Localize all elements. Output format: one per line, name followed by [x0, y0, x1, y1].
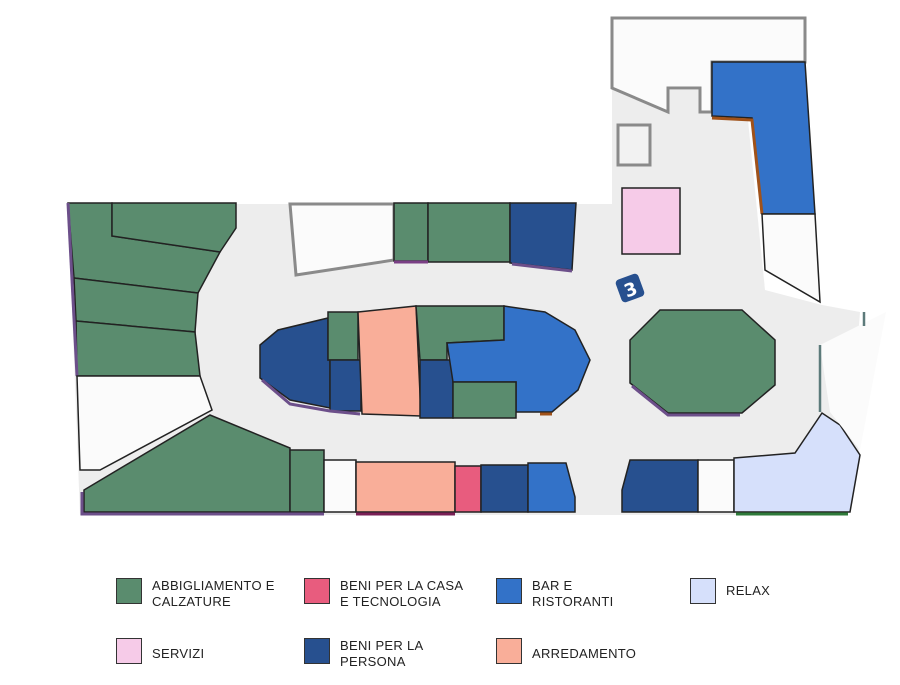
store-beni-persona[interactable]: [419, 359, 454, 419]
empty-store: [76, 375, 213, 471]
store-edge: [711, 116, 764, 215]
store-abbigliamento[interactable]: [393, 202, 429, 262]
legend-swatch-bar: [496, 578, 522, 604]
legend-item-servizi: SERVIZI: [116, 638, 277, 664]
store-beni-casa[interactable]: [454, 465, 482, 513]
legend-label-relax: RELAX: [726, 583, 771, 598]
floor-map: 3: [66, 16, 886, 516]
store-edge: [631, 384, 740, 417]
empty-store: [610, 16, 807, 115]
store-edge: [511, 262, 573, 273]
escalator-icon[interactable]: 3: [615, 273, 646, 305]
legend-swatch-abbigliamento: [116, 578, 142, 604]
legend-item-relax: RELAX: [690, 578, 851, 604]
legend-item-beni-casa: BENI PER LA CASA E TECNOLOGIA: [304, 578, 465, 610]
store-arredamento[interactable]: [355, 461, 456, 513]
legend-swatch-relax: [690, 578, 716, 604]
store-beni-persona[interactable]: [329, 359, 362, 412]
legend-label-abbigliamento: ABBIGLIAMENTO E CALZATURE: [152, 578, 275, 609]
store-bar-ristoranti[interactable]: [527, 462, 576, 513]
store-beni-persona[interactable]: [509, 202, 577, 271]
store-abbigliamento[interactable]: [327, 311, 359, 361]
store-arredamento[interactable]: [357, 305, 422, 417]
store-abbigliamento[interactable]: [452, 381, 517, 419]
store-beni-persona[interactable]: [480, 464, 529, 513]
store-relax[interactable]: [733, 411, 861, 513]
store-abbigliamento[interactable]: [629, 309, 776, 414]
empty-store: [820, 312, 886, 450]
store-abbigliamento[interactable]: [427, 202, 511, 263]
legend-label-arredamento: ARREDAMENTO: [532, 646, 637, 661]
legend-label-bar: BAR E RISTORANTI: [532, 578, 614, 609]
legend-swatch-arredamento: [496, 638, 522, 664]
legend-label-beni-persona: BENI PER LA PERSONA: [340, 638, 423, 669]
legend-swatch-beni-casa: [304, 578, 330, 604]
store-abbigliamento[interactable]: [289, 449, 325, 513]
empty-store: [616, 123, 652, 167]
store-bar-ristoranti[interactable]: [446, 305, 591, 413]
legend-label-beni-casa: BENI PER LA CASA E TECNOLOGIA: [340, 578, 463, 609]
store-edge: [261, 378, 361, 416]
store-edge: [80, 492, 324, 516]
legend-item-beni-persona: BENI PER LA PERSONA: [304, 638, 430, 670]
store-abbigliamento[interactable]: [111, 202, 237, 253]
legend-item-arredamento: ARREDAMENTO: [496, 638, 657, 664]
store-servizi[interactable]: [621, 187, 681, 255]
store-edge: [66, 202, 79, 377]
empty-store: [761, 213, 821, 304]
empty-store: [323, 459, 357, 513]
wall-edge: [818, 312, 866, 412]
legend-label-servizi: SERVIZI: [152, 646, 205, 661]
legend-item-abbigliamento: ABBIGLIAMENTO E CALZATURE: [116, 578, 277, 610]
store-beni-persona[interactable]: [621, 459, 699, 513]
legend-swatch-servizi: [116, 638, 142, 664]
empty-store: [697, 459, 735, 513]
legend-swatch-beni-persona: [304, 638, 330, 664]
legend-item-bar: BAR E RISTORANTI: [496, 578, 614, 610]
